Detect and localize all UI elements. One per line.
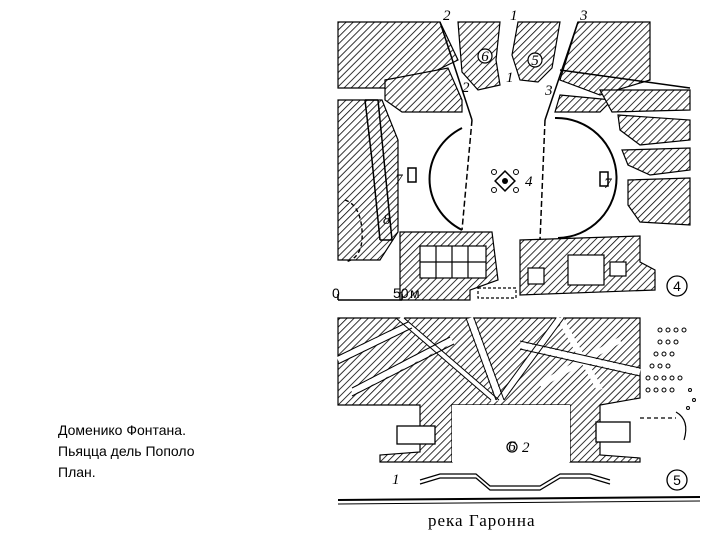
square-boundary xyxy=(539,119,546,241)
quay-line xyxy=(419,477,611,491)
quay-line xyxy=(419,473,611,487)
building-block xyxy=(337,99,399,261)
obelisk xyxy=(491,169,519,193)
church-interior xyxy=(419,245,487,279)
building-block xyxy=(617,114,691,146)
figure-number-badge xyxy=(666,275,688,297)
pincio-terraces xyxy=(364,99,393,241)
building-block xyxy=(559,21,651,96)
street-line xyxy=(559,69,691,89)
label-7-left: 7 xyxy=(395,172,404,188)
scale-0: 0 xyxy=(332,285,340,301)
courtyard xyxy=(567,254,605,286)
caption-subtitle: План. xyxy=(58,464,96,480)
outline-dashed xyxy=(477,287,517,299)
caption: Доменико Фонтана. Пьяцца дель Пополо Пла… xyxy=(58,420,195,483)
circle-marker xyxy=(527,52,543,68)
courtyard xyxy=(609,261,627,277)
label-6-circle: 6 xyxy=(481,49,489,65)
label-6-circle-bottom: 6 xyxy=(508,439,516,455)
label-7-right: 7 xyxy=(604,176,613,192)
circle-marker xyxy=(477,48,493,64)
fountain-left xyxy=(407,167,417,183)
twin-church xyxy=(511,21,561,83)
fountain-right xyxy=(599,171,609,187)
label-5-circle: 5 xyxy=(531,53,539,69)
street-line xyxy=(439,21,473,121)
plan-top: 6 5 2 1 3 2 1 3 4 7 7 8 0 50 м 4 xyxy=(332,8,691,301)
building-block xyxy=(627,177,691,226)
courtyard-right xyxy=(595,421,631,443)
figure-number-5: 5 xyxy=(673,472,681,488)
plan-bottom: 6 2 1 река Гаронна 5 xyxy=(336,315,701,530)
street-line xyxy=(544,21,579,121)
scale-bar xyxy=(337,294,403,301)
label-3-mid: 3 xyxy=(544,83,553,99)
figure-number-badge xyxy=(666,469,688,491)
label-1-top: 1 xyxy=(510,8,518,24)
scale-50: 50 xyxy=(393,285,409,301)
riverbank xyxy=(337,500,701,505)
hemicycle-left xyxy=(428,127,463,231)
label-2-bottom: 2 xyxy=(522,440,530,456)
caption-title: Пьяцца дель Пополо xyxy=(58,443,195,459)
river-label: река Гаронна xyxy=(428,511,536,530)
street-edges xyxy=(337,317,641,401)
label-3-top: 3 xyxy=(579,8,588,24)
garden-trees xyxy=(645,327,696,410)
building-block xyxy=(554,94,614,113)
building-block xyxy=(621,147,691,176)
label-1-bottom: 1 xyxy=(392,472,400,488)
hemicycle-right xyxy=(554,116,618,239)
label-4: 4 xyxy=(525,174,533,190)
caption-author: Доменико Фонтана. xyxy=(58,422,186,438)
label-2-mid: 2 xyxy=(462,80,470,96)
road-dashed xyxy=(344,199,363,263)
courtyard xyxy=(527,267,545,285)
courtyard-left xyxy=(396,425,436,445)
streets xyxy=(336,315,641,403)
label-2-top: 2 xyxy=(443,8,451,24)
label-8: 8 xyxy=(383,212,391,228)
garden-path xyxy=(675,411,687,441)
building-block xyxy=(384,67,463,113)
statue-marker xyxy=(506,441,518,453)
building-block xyxy=(598,89,691,113)
plaza xyxy=(452,405,570,462)
riverbank xyxy=(337,496,701,501)
square-boundary xyxy=(461,119,473,231)
figure-number-4: 4 xyxy=(673,278,681,294)
scale-unit: м xyxy=(410,285,420,301)
label-1-mid: 1 xyxy=(506,70,514,86)
